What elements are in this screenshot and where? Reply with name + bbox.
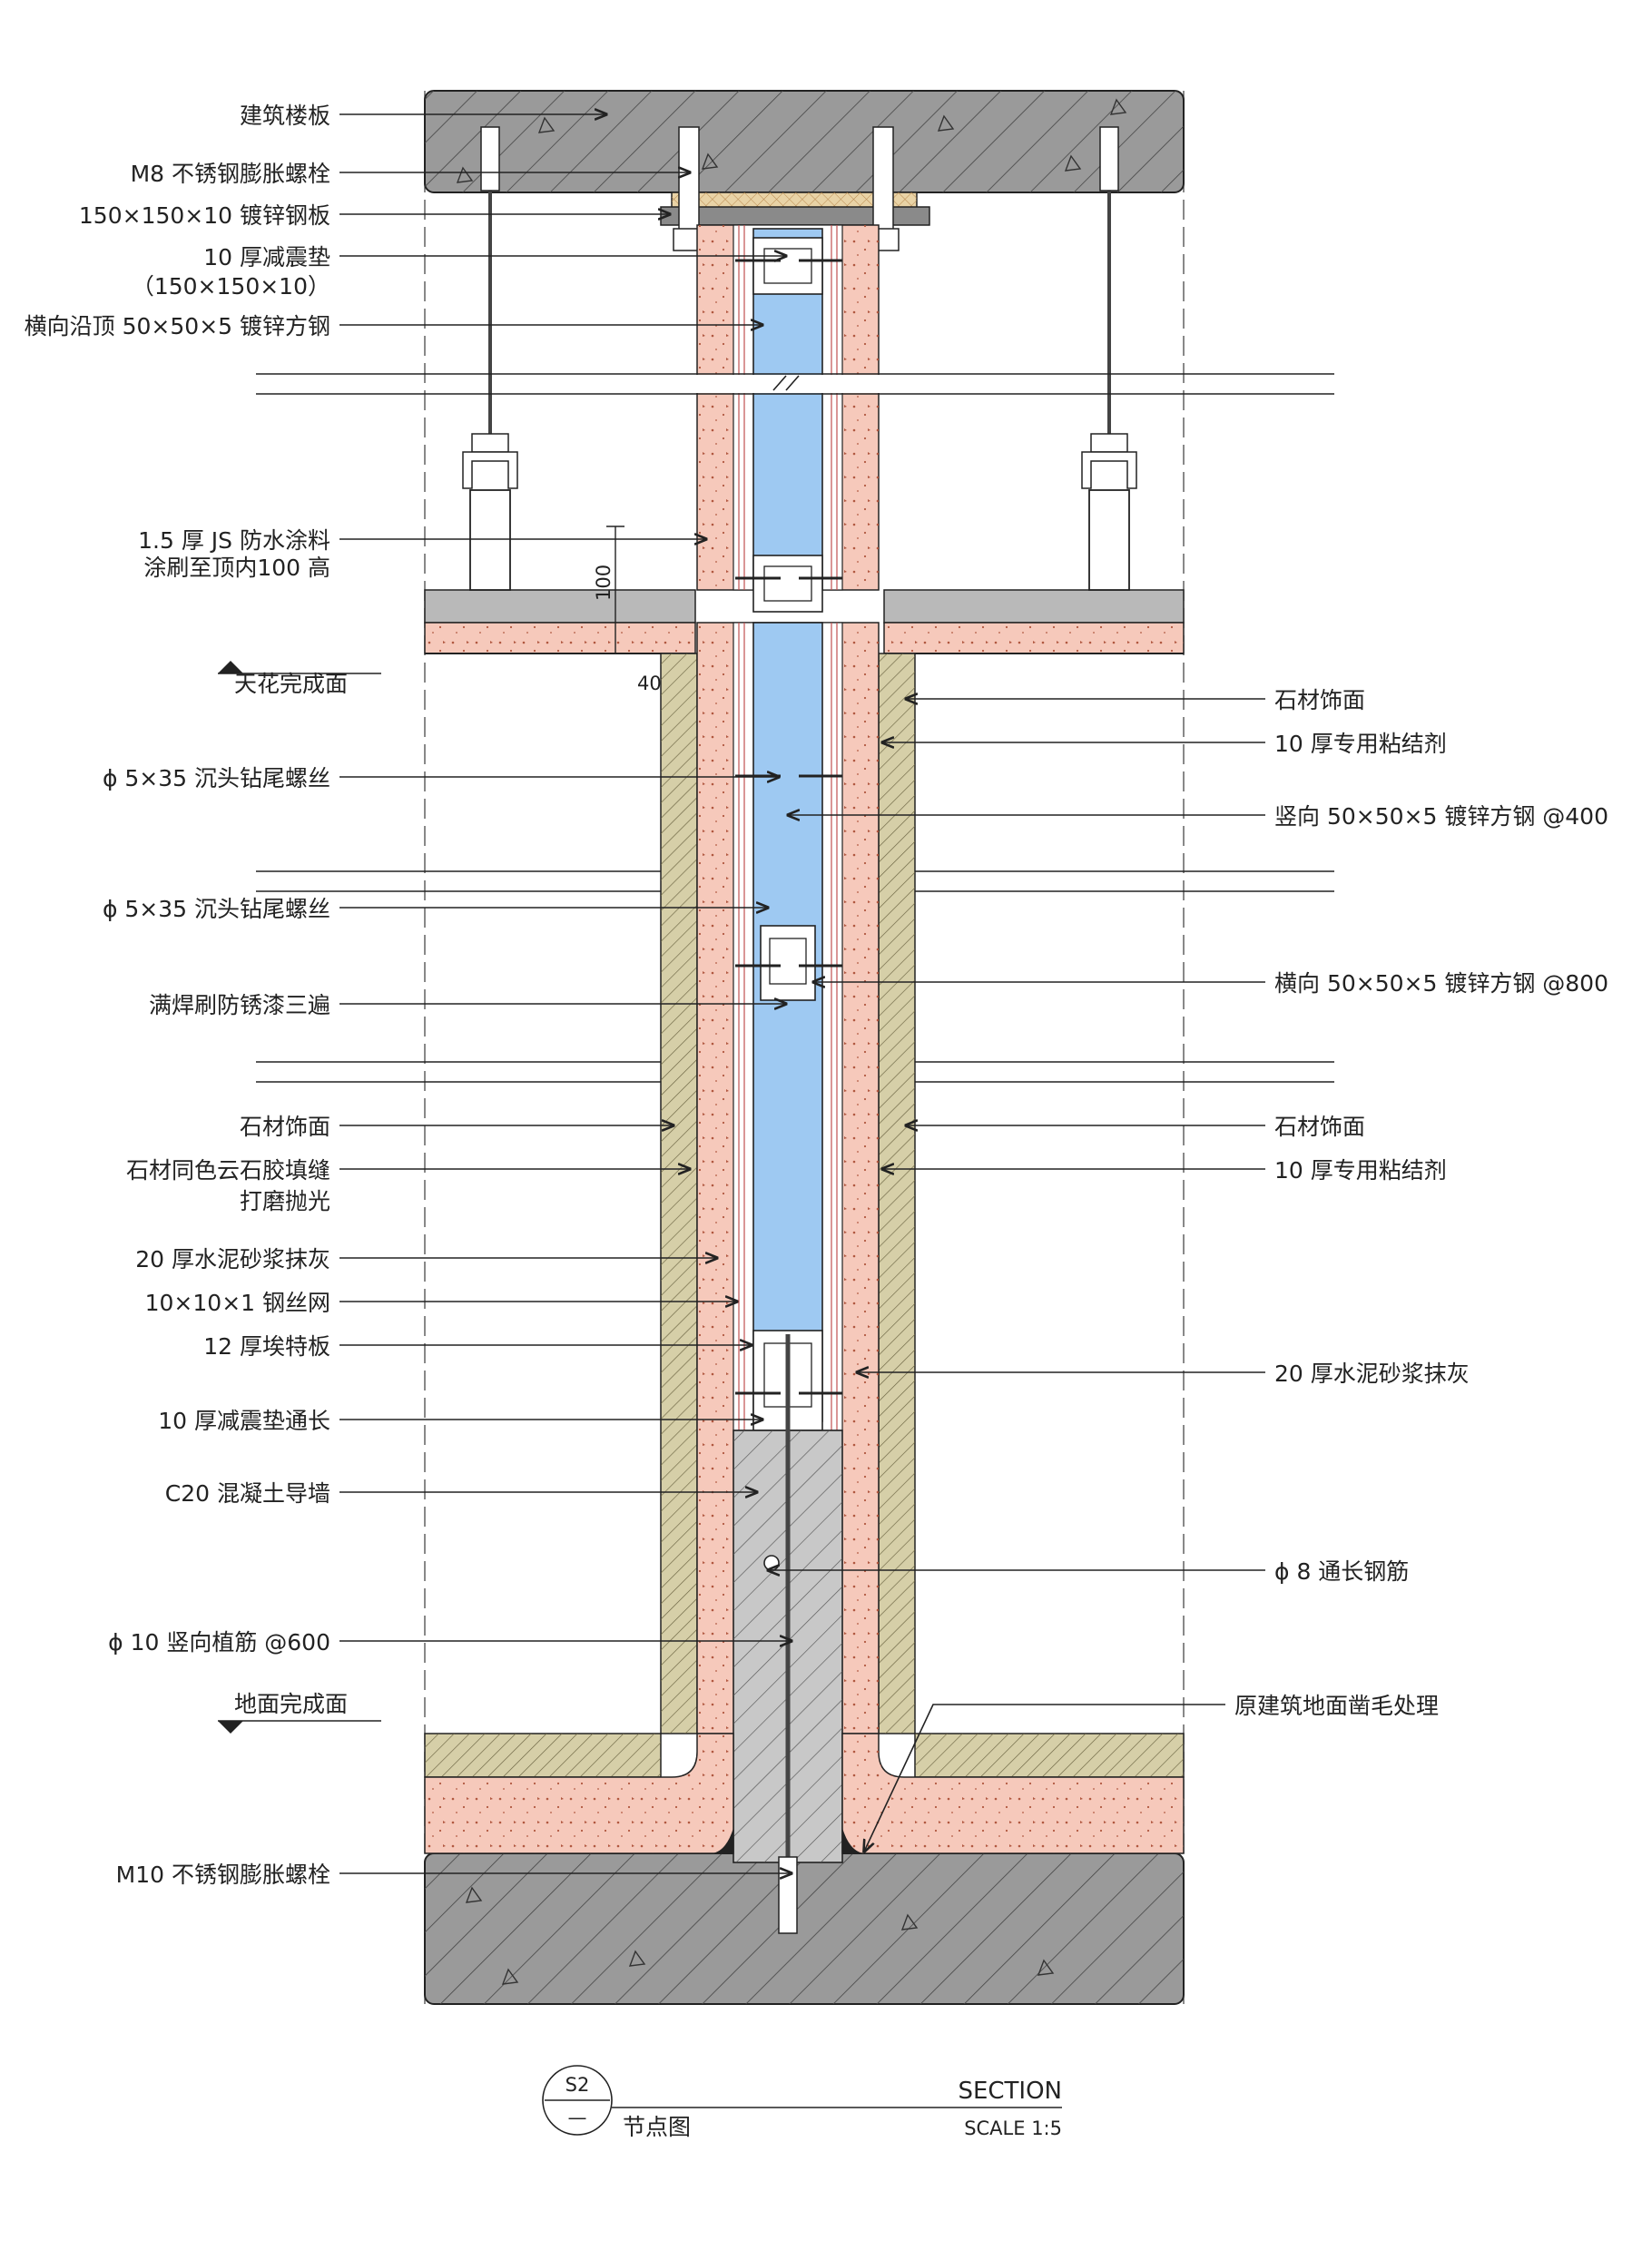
label-m8-bolt: M8 不锈钢膨胀螺栓	[131, 161, 330, 187]
label-rebar-10: ϕ 10 竖向植筋 @600	[108, 1629, 330, 1656]
partition-lower	[660, 622, 916, 1934]
label-c20-wall: C20 混凝土导墙	[165, 1480, 330, 1507]
label-damping-pad: 10 厚减震垫	[203, 244, 330, 270]
ceiling-level-label: 天花完成面	[234, 671, 348, 697]
label-damping-pad-size: （150×150×10）	[132, 273, 330, 300]
label-stone-glue-2: 打磨抛光	[240, 1188, 330, 1214]
label-adhesive-right-2: 10 厚专用粘结剂	[1274, 1157, 1447, 1184]
floor-level-label: 地面完成面	[234, 1691, 348, 1717]
label-screw-2: ϕ 5×35 沉头钻尾螺丝	[103, 896, 330, 922]
label-damping-full: 10 厚减震垫通长	[158, 1408, 330, 1434]
label-floor-slab: 建筑楼板	[240, 103, 330, 129]
label-vertical-steel: 竖向 50×50×5 镀锌方钢 @400	[1274, 803, 1608, 830]
label-stone-glue: 石材同色云石胶填缝	[126, 1157, 330, 1184]
right-callouts: 石材饰面 10 厚专用粘结剂 竖向 50×50×5 镀锌方钢 @400 横向 5…	[768, 687, 1608, 1852]
label-wire-mesh: 10×10×1 钢丝网	[145, 1290, 330, 1316]
ground-slab	[424, 1852, 1185, 2005]
level-markers: 天花完成面 地面完成面	[218, 661, 381, 1734]
section-scale: SCALE 1:5	[964, 2117, 1062, 2139]
title-block: S2 — 节点图 SECTION SCALE 1:5	[542, 2065, 1062, 2140]
label-stone-finish-right-2: 石材饰面	[1274, 1114, 1365, 1140]
section-type: SECTION	[958, 2078, 1062, 2105]
ceiling-hangers	[462, 126, 1137, 591]
detail-code: S2	[565, 2074, 590, 2096]
ceiling-assembly	[424, 589, 1185, 654]
label-adhesive-right-1: 10 厚专用粘结剂	[1274, 731, 1447, 757]
detail-name: 节点图	[623, 2114, 691, 2140]
label-horizontal-steel: 横向 50×50×5 镀锌方钢 @800	[1274, 970, 1608, 997]
dim-40: 40	[637, 673, 662, 694]
label-top-square-steel: 横向沿顶 50×50×5 镀锌方钢	[25, 313, 330, 339]
dimension-marks: 100 40	[593, 526, 662, 694]
label-rebar-8: ϕ 8 通长钢筋	[1274, 1558, 1409, 1585]
left-callouts: 建筑楼板 M8 不锈钢膨胀螺栓 150×150×10 镀锌钢板 10 厚减震垫 …	[25, 103, 792, 1888]
floor-buildup	[424, 1733, 1185, 1854]
frame-lines	[424, 91, 1185, 2004]
label-steel-plate: 150×150×10 镀锌钢板	[79, 202, 330, 229]
detail-code-sub: —	[568, 2107, 587, 2128]
label-weld-paint: 满焊刷防锈漆三遍	[149, 992, 330, 1018]
label-ground-treatment: 原建筑地面凿毛处理	[1234, 1693, 1439, 1719]
label-stone-finish-left: 石材饰面	[240, 1114, 330, 1140]
top-plate-assembly	[660, 126, 930, 251]
dim-100: 100	[593, 565, 615, 601]
label-mortar-right: 20 厚水泥砂浆抹灰	[1274, 1361, 1470, 1387]
label-eter-board: 12 厚埃特板	[203, 1333, 330, 1360]
partition-upper	[696, 224, 880, 613]
label-stone-finish-right-1: 石材饰面	[1274, 687, 1365, 713]
label-screw-1: ϕ 5×35 沉头钻尾螺丝	[103, 765, 330, 791]
label-js-coating: 1.5 厚 JS 防水涂料	[138, 527, 330, 554]
label-mortar-left: 20 厚水泥砂浆抹灰	[135, 1246, 330, 1272]
floor-slab	[424, 90, 1185, 193]
label-m10-bolt: M10 不锈钢膨胀螺栓	[116, 1862, 330, 1888]
label-js-coating-2: 涂刷至顶内100 高	[143, 555, 330, 581]
